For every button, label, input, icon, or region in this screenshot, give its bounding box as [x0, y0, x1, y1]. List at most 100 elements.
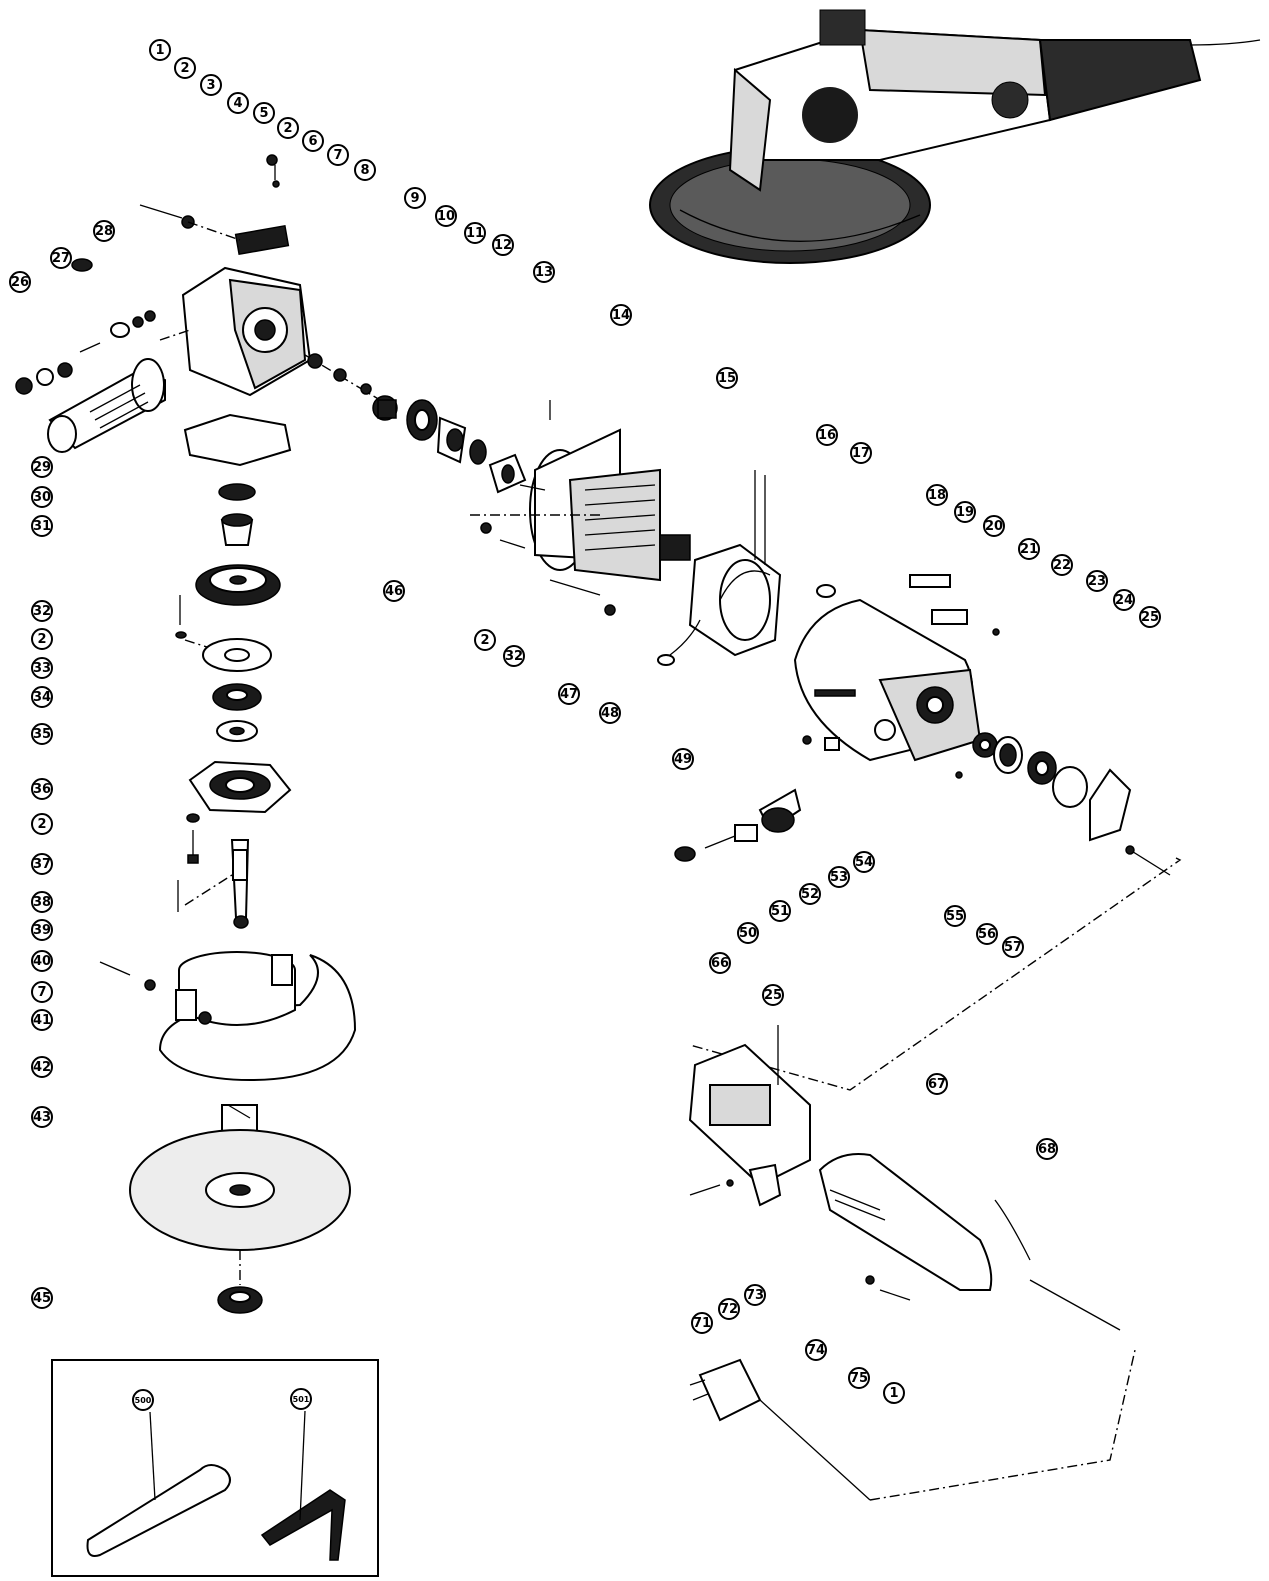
spindle-stack — [175, 413, 292, 929]
callout-7: 7 — [31, 981, 53, 1003]
callout-26: 26 — [9, 271, 31, 293]
angle-grinder-illustration — [649, 9, 1261, 264]
callout-37: 37 — [31, 853, 53, 875]
callout-circle — [983, 515, 1005, 537]
callout-label: 15 — [718, 371, 736, 386]
callout-label: 56 — [978, 927, 996, 942]
callout-16: 16 — [816, 424, 838, 446]
callout-circle — [50, 247, 72, 269]
callout-circle — [31, 686, 53, 708]
callout-17: 17 — [850, 442, 872, 464]
callout-25: 25 — [762, 984, 784, 1006]
callout-circle — [277, 117, 299, 139]
callout-label: 24 — [1115, 593, 1133, 608]
callout-circle — [200, 74, 222, 96]
callout-label: 2 — [283, 121, 292, 136]
callout-label: 52 — [801, 887, 819, 902]
callout-circle — [1002, 936, 1024, 958]
callout-circle — [253, 102, 275, 124]
callout-circle — [31, 778, 53, 800]
callout-14: 14 — [610, 304, 632, 326]
callout-circle — [805, 1339, 827, 1361]
callout-500: 500 — [132, 1389, 154, 1411]
callout-72: 72 — [718, 1298, 740, 1320]
callout-28: 28 — [93, 220, 115, 242]
callout-label: 30 — [33, 490, 51, 505]
callout-circle — [492, 234, 514, 256]
callout-32: 32 — [31, 600, 53, 622]
callout-label: 57 — [1004, 940, 1022, 955]
callout-circle — [737, 922, 759, 944]
callout-27: 27 — [50, 247, 72, 269]
callout-circle — [1036, 1138, 1058, 1160]
callout-label: 20 — [985, 519, 1003, 534]
callout-label: 32 — [505, 649, 523, 664]
callout-label: 71 — [693, 1316, 711, 1331]
callout-circle — [31, 813, 53, 835]
callout-circle — [1139, 606, 1161, 628]
callout-circle — [149, 39, 171, 61]
callout-label: 6 — [308, 134, 317, 149]
callout-circle — [302, 130, 324, 152]
callout-circle — [31, 486, 53, 508]
callout-1: 1 — [149, 39, 171, 61]
callout-label: 28 — [95, 224, 113, 239]
callout-label: 2 — [480, 633, 489, 648]
callout-label: 25 — [1141, 610, 1159, 625]
callout-circle — [31, 628, 53, 650]
callout-33: 33 — [31, 657, 53, 679]
callout-layer: 1234526789101112131415161718192021222324… — [9, 39, 1161, 1404]
callout-label: 75 — [850, 1371, 868, 1386]
callout-label: 41 — [33, 1013, 51, 1028]
callout-label: 45 — [33, 1291, 51, 1306]
callout-circle — [610, 304, 632, 326]
callout-circle — [926, 1073, 948, 1095]
callout-circle — [1051, 554, 1073, 576]
callout-circle — [31, 1287, 53, 1309]
callout-label: 39 — [33, 923, 51, 938]
callout-label: 37 — [33, 857, 51, 872]
callout-circle — [599, 702, 621, 724]
callout-52: 52 — [799, 883, 821, 905]
callout-circle — [31, 723, 53, 745]
callout-circle — [672, 748, 694, 770]
callout-10: 10 — [435, 205, 457, 227]
callout-label: 1 — [155, 43, 164, 58]
callout-label: 1 — [889, 1386, 898, 1401]
callout-label: 17 — [852, 446, 870, 461]
callout-1: 1 — [883, 1382, 905, 1404]
callout-circle — [816, 424, 838, 446]
callout-label: 2 — [37, 632, 46, 647]
callout-circle — [709, 952, 731, 974]
callout-47: 47 — [558, 683, 580, 705]
callout-label: 36 — [33, 782, 51, 797]
callout-circle — [762, 984, 784, 1006]
callout-circle — [828, 866, 850, 888]
callout-label: 16 — [818, 428, 836, 443]
callout-label: 53 — [830, 870, 848, 885]
callout-circle — [503, 645, 525, 667]
gear-housing-group — [15, 154, 551, 494]
callout-circle — [93, 220, 115, 242]
callout-label: 8 — [360, 163, 369, 178]
callout-56: 56 — [976, 923, 998, 945]
callout-label: 33 — [33, 661, 51, 676]
callout-label: 500 — [135, 1396, 152, 1405]
callout-8: 8 — [354, 159, 376, 181]
callout-45: 45 — [31, 1287, 53, 1309]
motor-group — [470, 428, 1182, 1091]
callout-label: 67 — [928, 1077, 946, 1092]
callout-label: 55 — [946, 909, 964, 924]
callout-label: 14 — [612, 308, 630, 323]
callout-22: 22 — [1051, 554, 1073, 576]
callout-label: 66 — [711, 956, 729, 971]
callout-label: 54 — [855, 855, 873, 870]
callout-6: 6 — [302, 130, 324, 152]
callout-57: 57 — [1002, 936, 1024, 958]
callout-46: 46 — [383, 580, 405, 602]
callout-label: 27 — [52, 251, 70, 266]
callout-circle — [558, 683, 580, 705]
callout-circle — [1086, 570, 1108, 592]
callout-3: 3 — [200, 74, 222, 96]
